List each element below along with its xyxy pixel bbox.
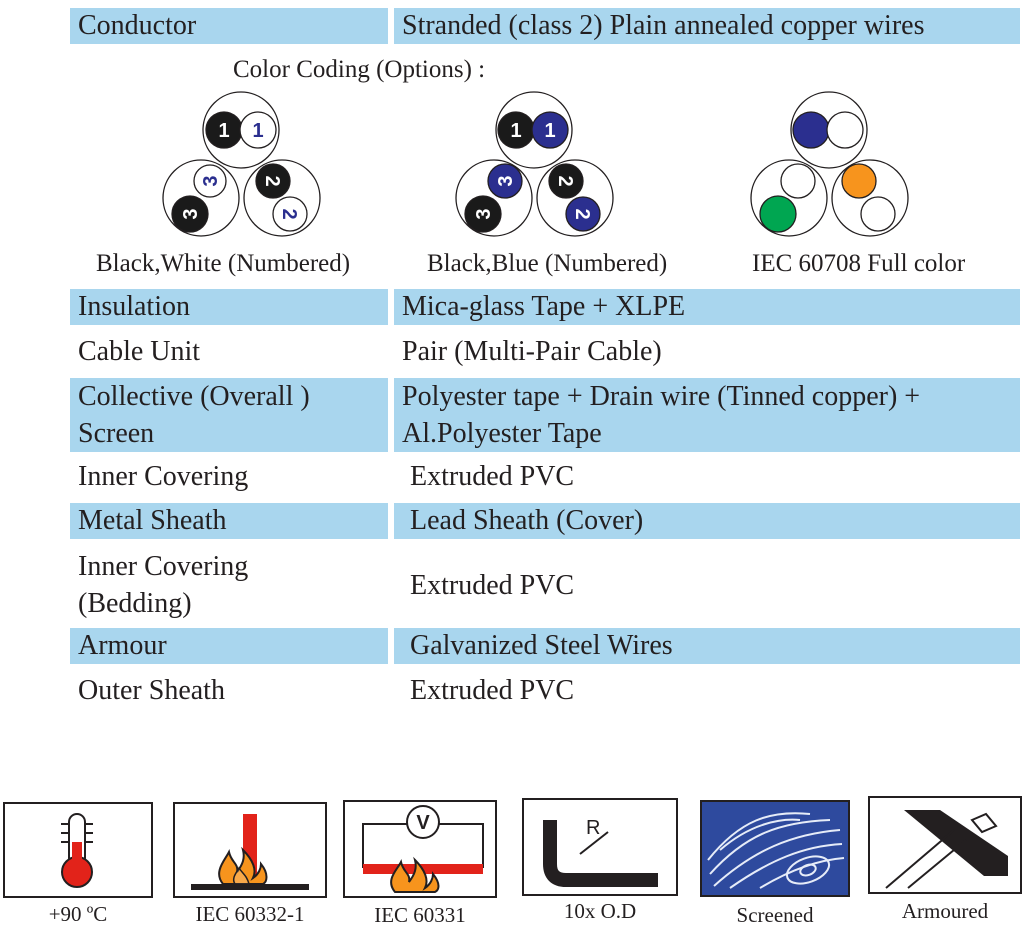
feature-label: 10x O.D xyxy=(563,899,637,923)
row-label: Armour xyxy=(70,628,388,664)
row-label: Inner Covering xyxy=(78,461,249,492)
color-option-label: Black,Blue (Numbered) xyxy=(427,250,668,277)
color-option-black-white-diagram: 1 1 3 3 2 2 xyxy=(162,91,321,237)
pair-number: 3 xyxy=(495,175,517,186)
pair-number: 1 xyxy=(218,120,229,142)
color-option-black-blue-diagram: 1 1 3 3 2 2 xyxy=(455,91,614,237)
row-value: Polyester tape + Drain wire (Tinned copp… xyxy=(402,381,921,412)
row-value: Pair (Multi-Pair Cable) xyxy=(402,336,662,367)
feature-label: Armoured xyxy=(901,899,989,923)
row-value: Extruded PVC xyxy=(410,675,575,706)
row-outer-sheath: Outer Sheath Extruded PVC xyxy=(70,673,1020,709)
feature-label: IEC 60331 xyxy=(374,903,466,927)
pair-number: 3 xyxy=(200,175,222,186)
pair-number: 3 xyxy=(473,208,495,219)
fire-resistance-voltage-icon: V xyxy=(343,800,497,898)
row-value: Stranded (class 2) Plain annealed copper… xyxy=(394,8,1020,44)
row-value: Extruded PVC xyxy=(410,461,575,492)
pair-number: 1 xyxy=(510,120,521,142)
color-coding-title: Color Coding (Options) : xyxy=(233,56,486,83)
row-collective-screen: Collective (Overall ) Screen Polyester t… xyxy=(70,378,1020,452)
row-cable-unit: Cable Unit Pair (Multi-Pair Cable) xyxy=(70,334,1020,370)
bending-radius-icon: R xyxy=(522,798,678,896)
row-conductor: Conductor Stranded (class 2) Plain annea… xyxy=(70,8,1020,44)
row-value: Al.Polyester Tape xyxy=(402,418,602,449)
feature-label: IEC 60332-1 xyxy=(195,902,305,926)
row-label: (Bedding) xyxy=(78,588,192,619)
pair-number: 1 xyxy=(252,120,263,142)
pair-number: 2 xyxy=(571,208,593,219)
row-label: Cable Unit xyxy=(78,336,201,367)
thermometer-icon xyxy=(3,802,153,898)
row-value: Extruded PVC xyxy=(410,569,575,601)
pair-number: 3 xyxy=(180,208,202,219)
pair-number: 2 xyxy=(278,208,300,219)
pair-number: 2 xyxy=(554,175,576,186)
color-option-label: Black,White (Numbered) xyxy=(96,250,351,277)
row-label: Conductor xyxy=(70,8,388,44)
pair-number: 1 xyxy=(544,120,555,142)
feature-label: +90 ºC xyxy=(48,902,108,926)
row-label: Insulation xyxy=(70,289,388,325)
color-option-iec-full-color-diagram xyxy=(750,91,909,237)
pair-number: 2 xyxy=(261,175,283,186)
voltmeter-glyph: V xyxy=(416,812,430,834)
row-label: Screen xyxy=(78,418,155,449)
row-value: Lead Sheath (Cover) xyxy=(394,503,1020,539)
row-insulation: Insulation Mica-glass Tape + XLPE xyxy=(70,289,1020,325)
row-metal-sheath: Metal Sheath Lead Sheath (Cover) xyxy=(70,503,1020,539)
screened-icon xyxy=(700,800,850,897)
flame-test-icon xyxy=(173,802,327,898)
row-inner-covering: Inner Covering Extruded PVC xyxy=(70,459,1020,495)
row-inner-covering-bedding: Inner Covering (Bedding) Extruded PVC xyxy=(70,548,1020,622)
row-armour: Armour Galvanized Steel Wires xyxy=(70,628,1020,664)
feature-label: Screened xyxy=(736,903,814,927)
row-value: Galvanized Steel Wires xyxy=(394,628,1020,664)
radius-glyph: R xyxy=(586,817,600,839)
color-option-label: IEC 60708 Full color xyxy=(752,250,966,277)
row-label: Outer Sheath xyxy=(78,675,225,706)
row-label: Inner Covering xyxy=(78,551,249,582)
armoured-icon xyxy=(868,796,1022,894)
row-label: Metal Sheath xyxy=(70,503,388,539)
row-label: Collective (Overall ) xyxy=(78,381,310,412)
row-value: Mica-glass Tape + XLPE xyxy=(394,289,1020,325)
